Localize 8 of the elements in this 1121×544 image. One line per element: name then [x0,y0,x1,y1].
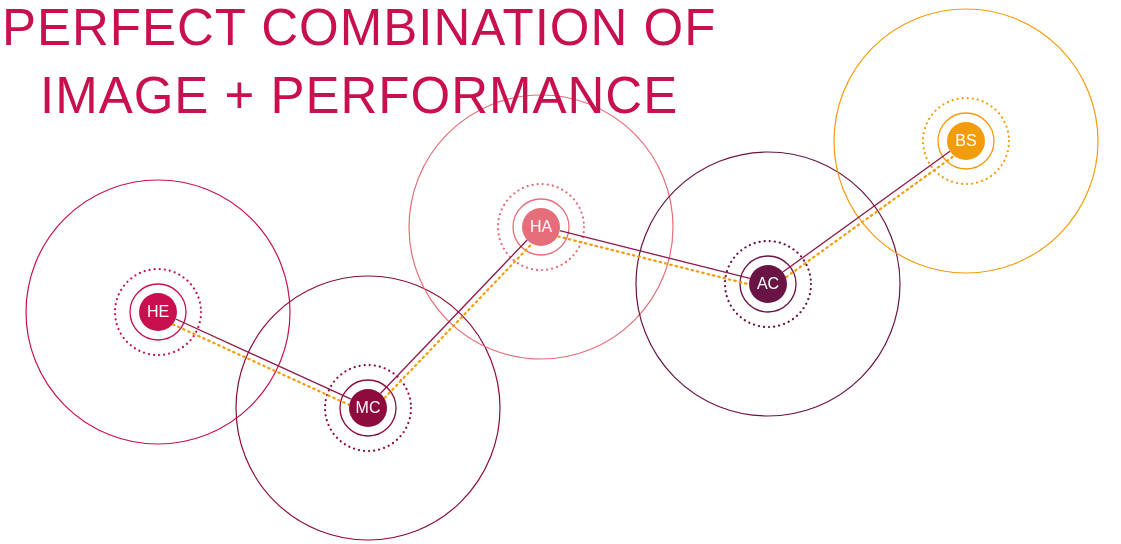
dotted-connector [557,235,750,286]
node-circle: HA [522,208,560,246]
node-circle: BS [947,122,985,160]
connector-line [559,230,751,280]
node-circle: AC [749,265,787,303]
node-circle: HE [139,293,177,331]
title: PERFECT COMBINATION OF IMAGE + PERFORMANCE [2,0,718,126]
node-circle: MC [349,389,387,427]
